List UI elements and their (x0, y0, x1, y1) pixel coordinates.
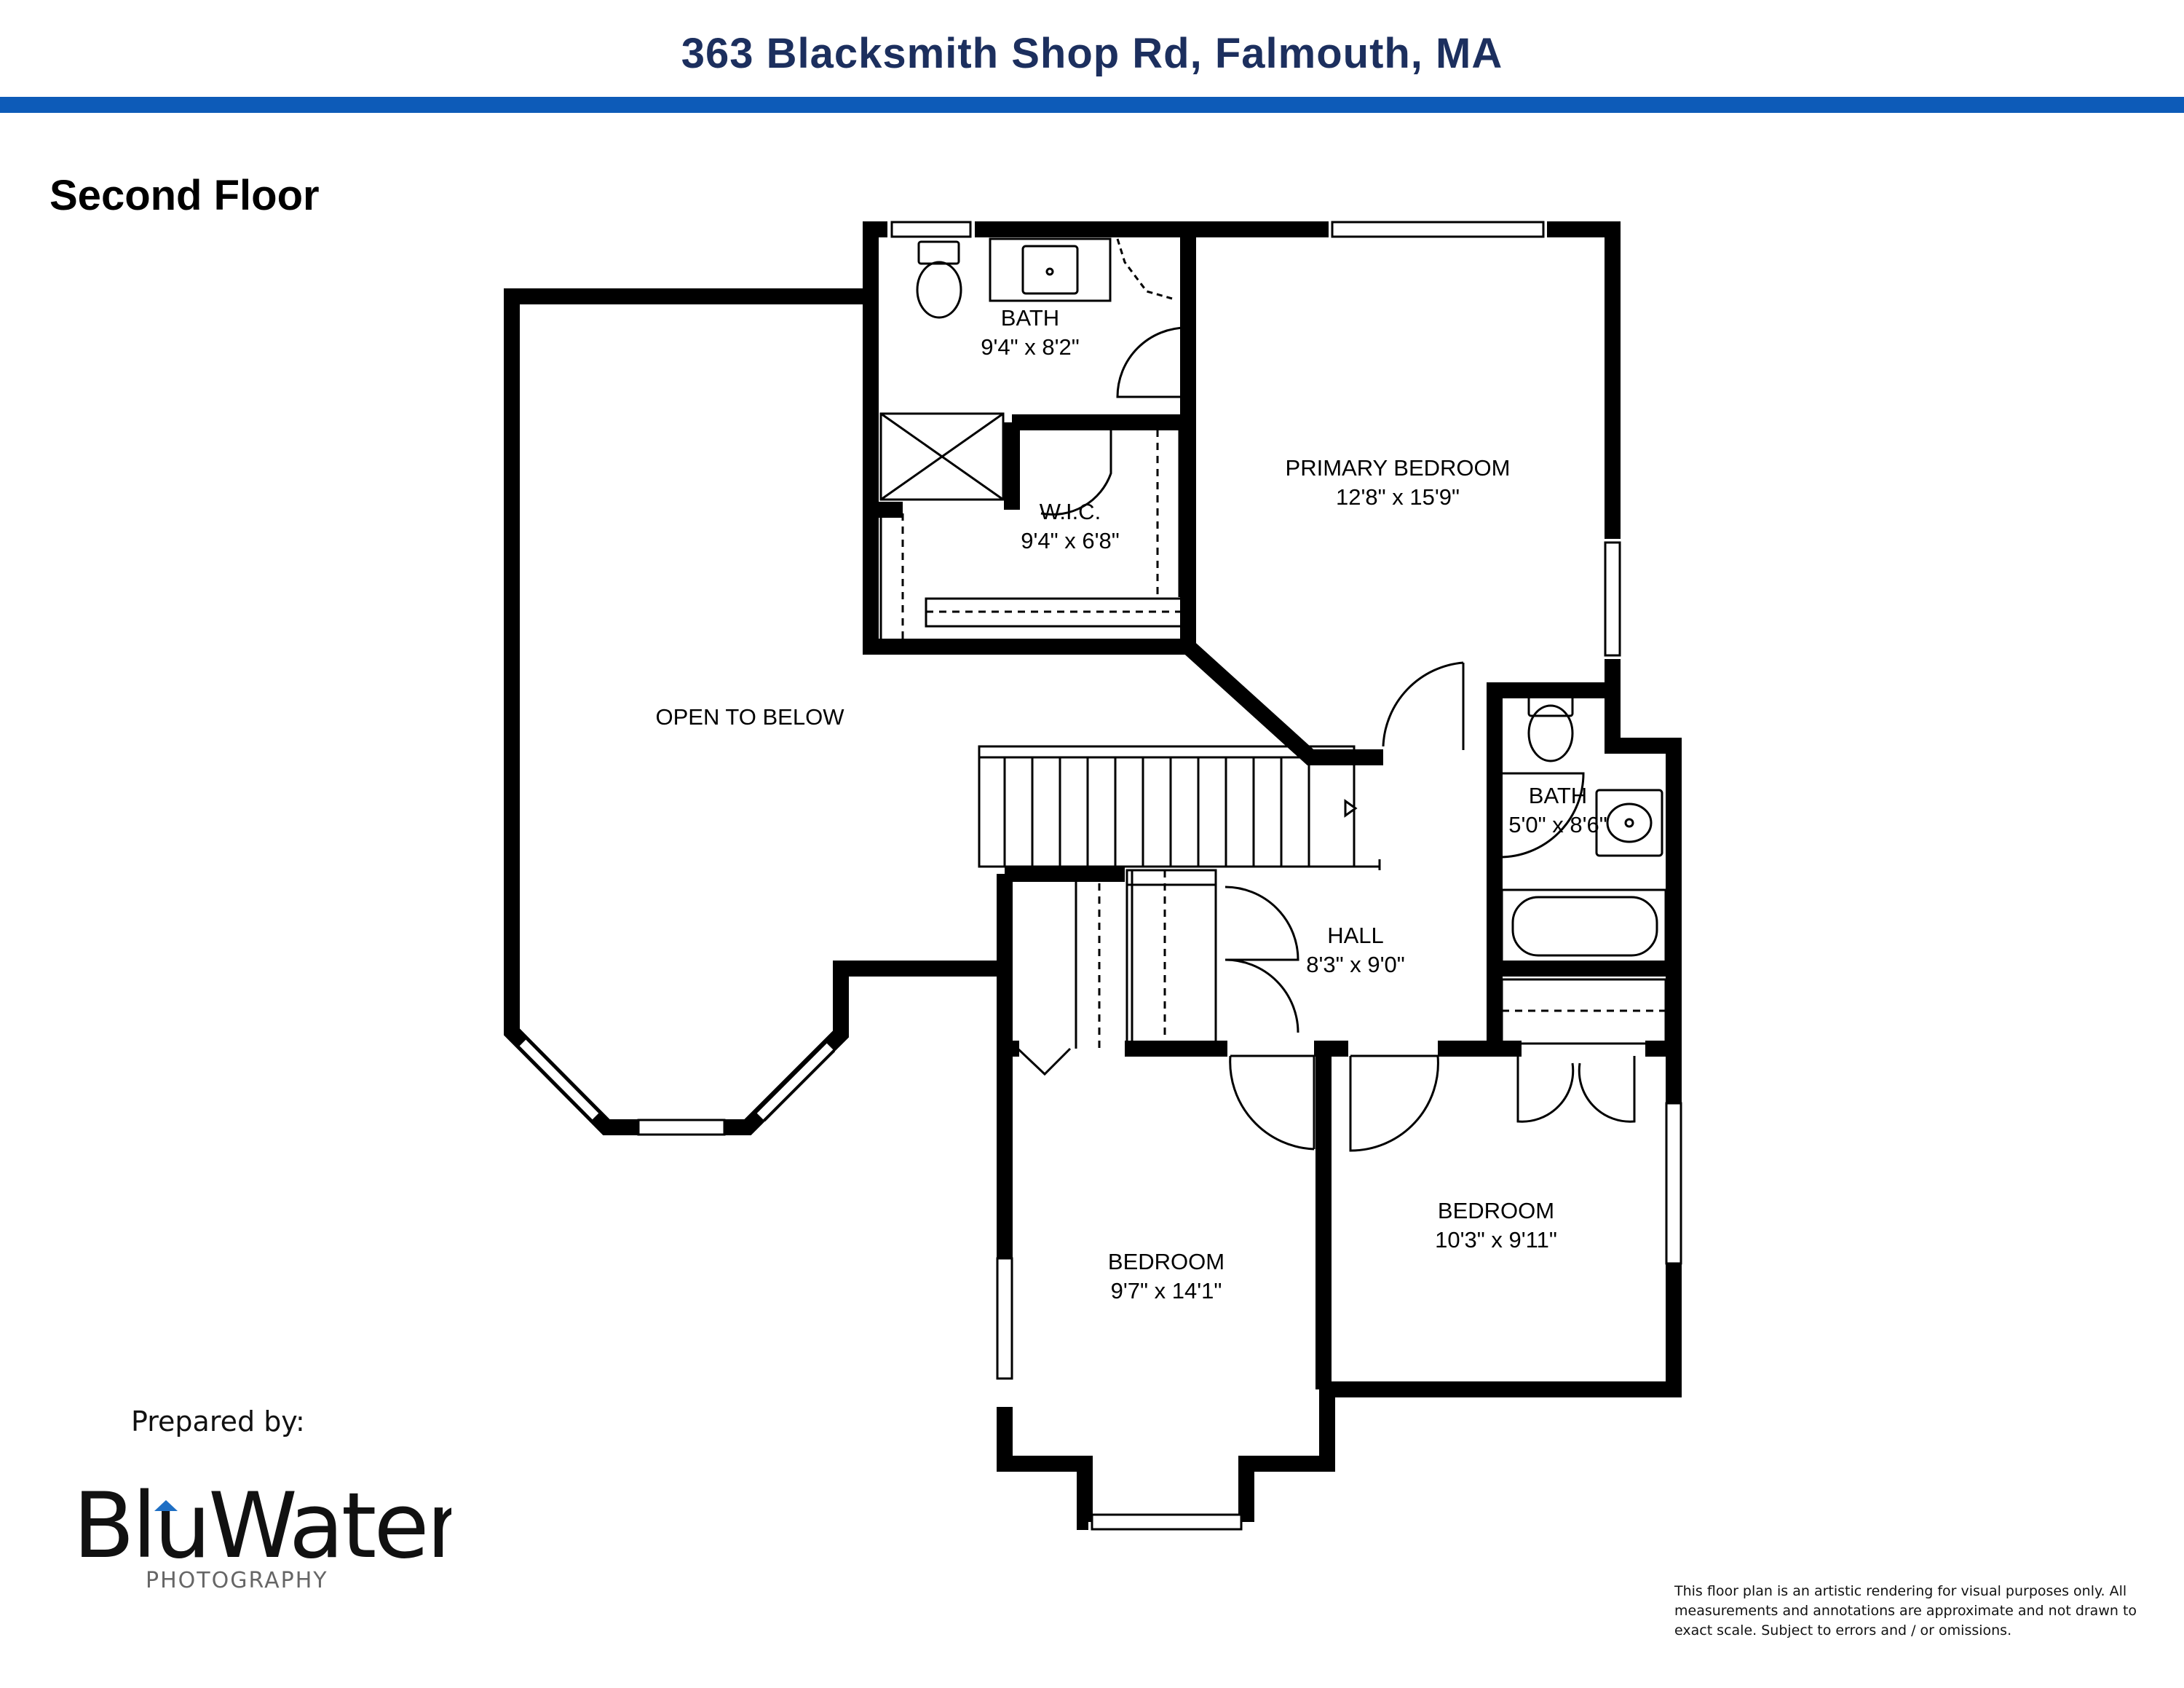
room-dim-wic: 9'4" x 6'8" (1021, 528, 1120, 553)
sink-vanity (989, 237, 1112, 302)
door (1516, 1056, 1636, 1123)
toilet (917, 240, 960, 265)
window (996, 1257, 1013, 1380)
door (1499, 772, 1585, 859)
fixtures (879, 237, 1667, 964)
room-dim-bedroom-right: 10'3" x 9'11" (1435, 1227, 1557, 1253)
room-label-primary-bedroom: PRIMARY BEDROOM (1286, 455, 1511, 481)
window (1091, 1513, 1243, 1531)
door (1116, 326, 1188, 398)
door (1229, 1054, 1315, 1151)
window (1331, 221, 1545, 238)
window (637, 1119, 726, 1136)
shower (879, 412, 1005, 501)
disclaimer-text: This floor plan is an artistic rendering… (1674, 1583, 2137, 1638)
room-dim-hall: 8'3" x 9'0" (1306, 952, 1405, 977)
bath-wic-divider (871, 414, 1188, 518)
room-label-bath-lower: BATH (1529, 783, 1587, 808)
doors (1040, 326, 1636, 1152)
windows (517, 221, 1682, 1531)
room-dim-bath-upper: 9'4" x 8'2" (981, 334, 1080, 360)
toilet (1527, 704, 1574, 762)
room-dim-bath-lower: 5'0" x 8'6" (1508, 812, 1607, 837)
bath-wic-block-wall (863, 229, 1383, 765)
door (1224, 886, 1299, 1033)
prepared-by-label: Prepared by: (131, 1405, 305, 1437)
sink-vanity (1595, 789, 1663, 857)
walls (504, 221, 1682, 1530)
room-label-bath-upper: BATH (1001, 305, 1059, 331)
sink (1021, 245, 1079, 295)
window (1604, 541, 1621, 657)
window (1665, 1102, 1682, 1265)
address-title: 363 Blacksmith Shop Rd, Falmouth, MA (681, 30, 1503, 77)
closets (879, 430, 1667, 1076)
window (519, 1039, 599, 1120)
room-label-bedroom-right: BEDROOM (1438, 1198, 1554, 1223)
roof-icon (154, 1500, 178, 1511)
room-dim-primary-bedroom: 12'8" x 15'9" (1336, 484, 1460, 510)
window (890, 221, 972, 238)
header-divider (0, 97, 2184, 113)
door (1349, 1054, 1439, 1152)
door (1040, 422, 1112, 516)
window (756, 1043, 834, 1120)
toilet (1527, 694, 1574, 717)
logo-main-text: BluWater (73, 1474, 451, 1579)
room-label-hall: HALL (1327, 923, 1384, 948)
stairs (978, 745, 1381, 1050)
logo-sub-text: PHOTOGRAPHY (146, 1568, 328, 1593)
toilet (916, 261, 962, 319)
floor-title: Second Floor (50, 172, 320, 219)
room-label-open-to-below: OPEN TO BELOW (656, 704, 845, 730)
room-label-bedroom-left: BEDROOM (1108, 1249, 1224, 1274)
door (1382, 661, 1465, 750)
bluwater-logo: BluWater PHOTOGRAPHY (73, 1474, 451, 1593)
room-dim-bedroom-left: 9'7" x 14'1" (1111, 1278, 1222, 1304)
room-label-wic: W.I.C. (1040, 499, 1101, 524)
room-labels: BATH 9'4" x 8'2" PRIMARY BEDROOM 12'8" x… (656, 305, 1607, 1304)
right-bath-wall (1487, 757, 1674, 1056)
